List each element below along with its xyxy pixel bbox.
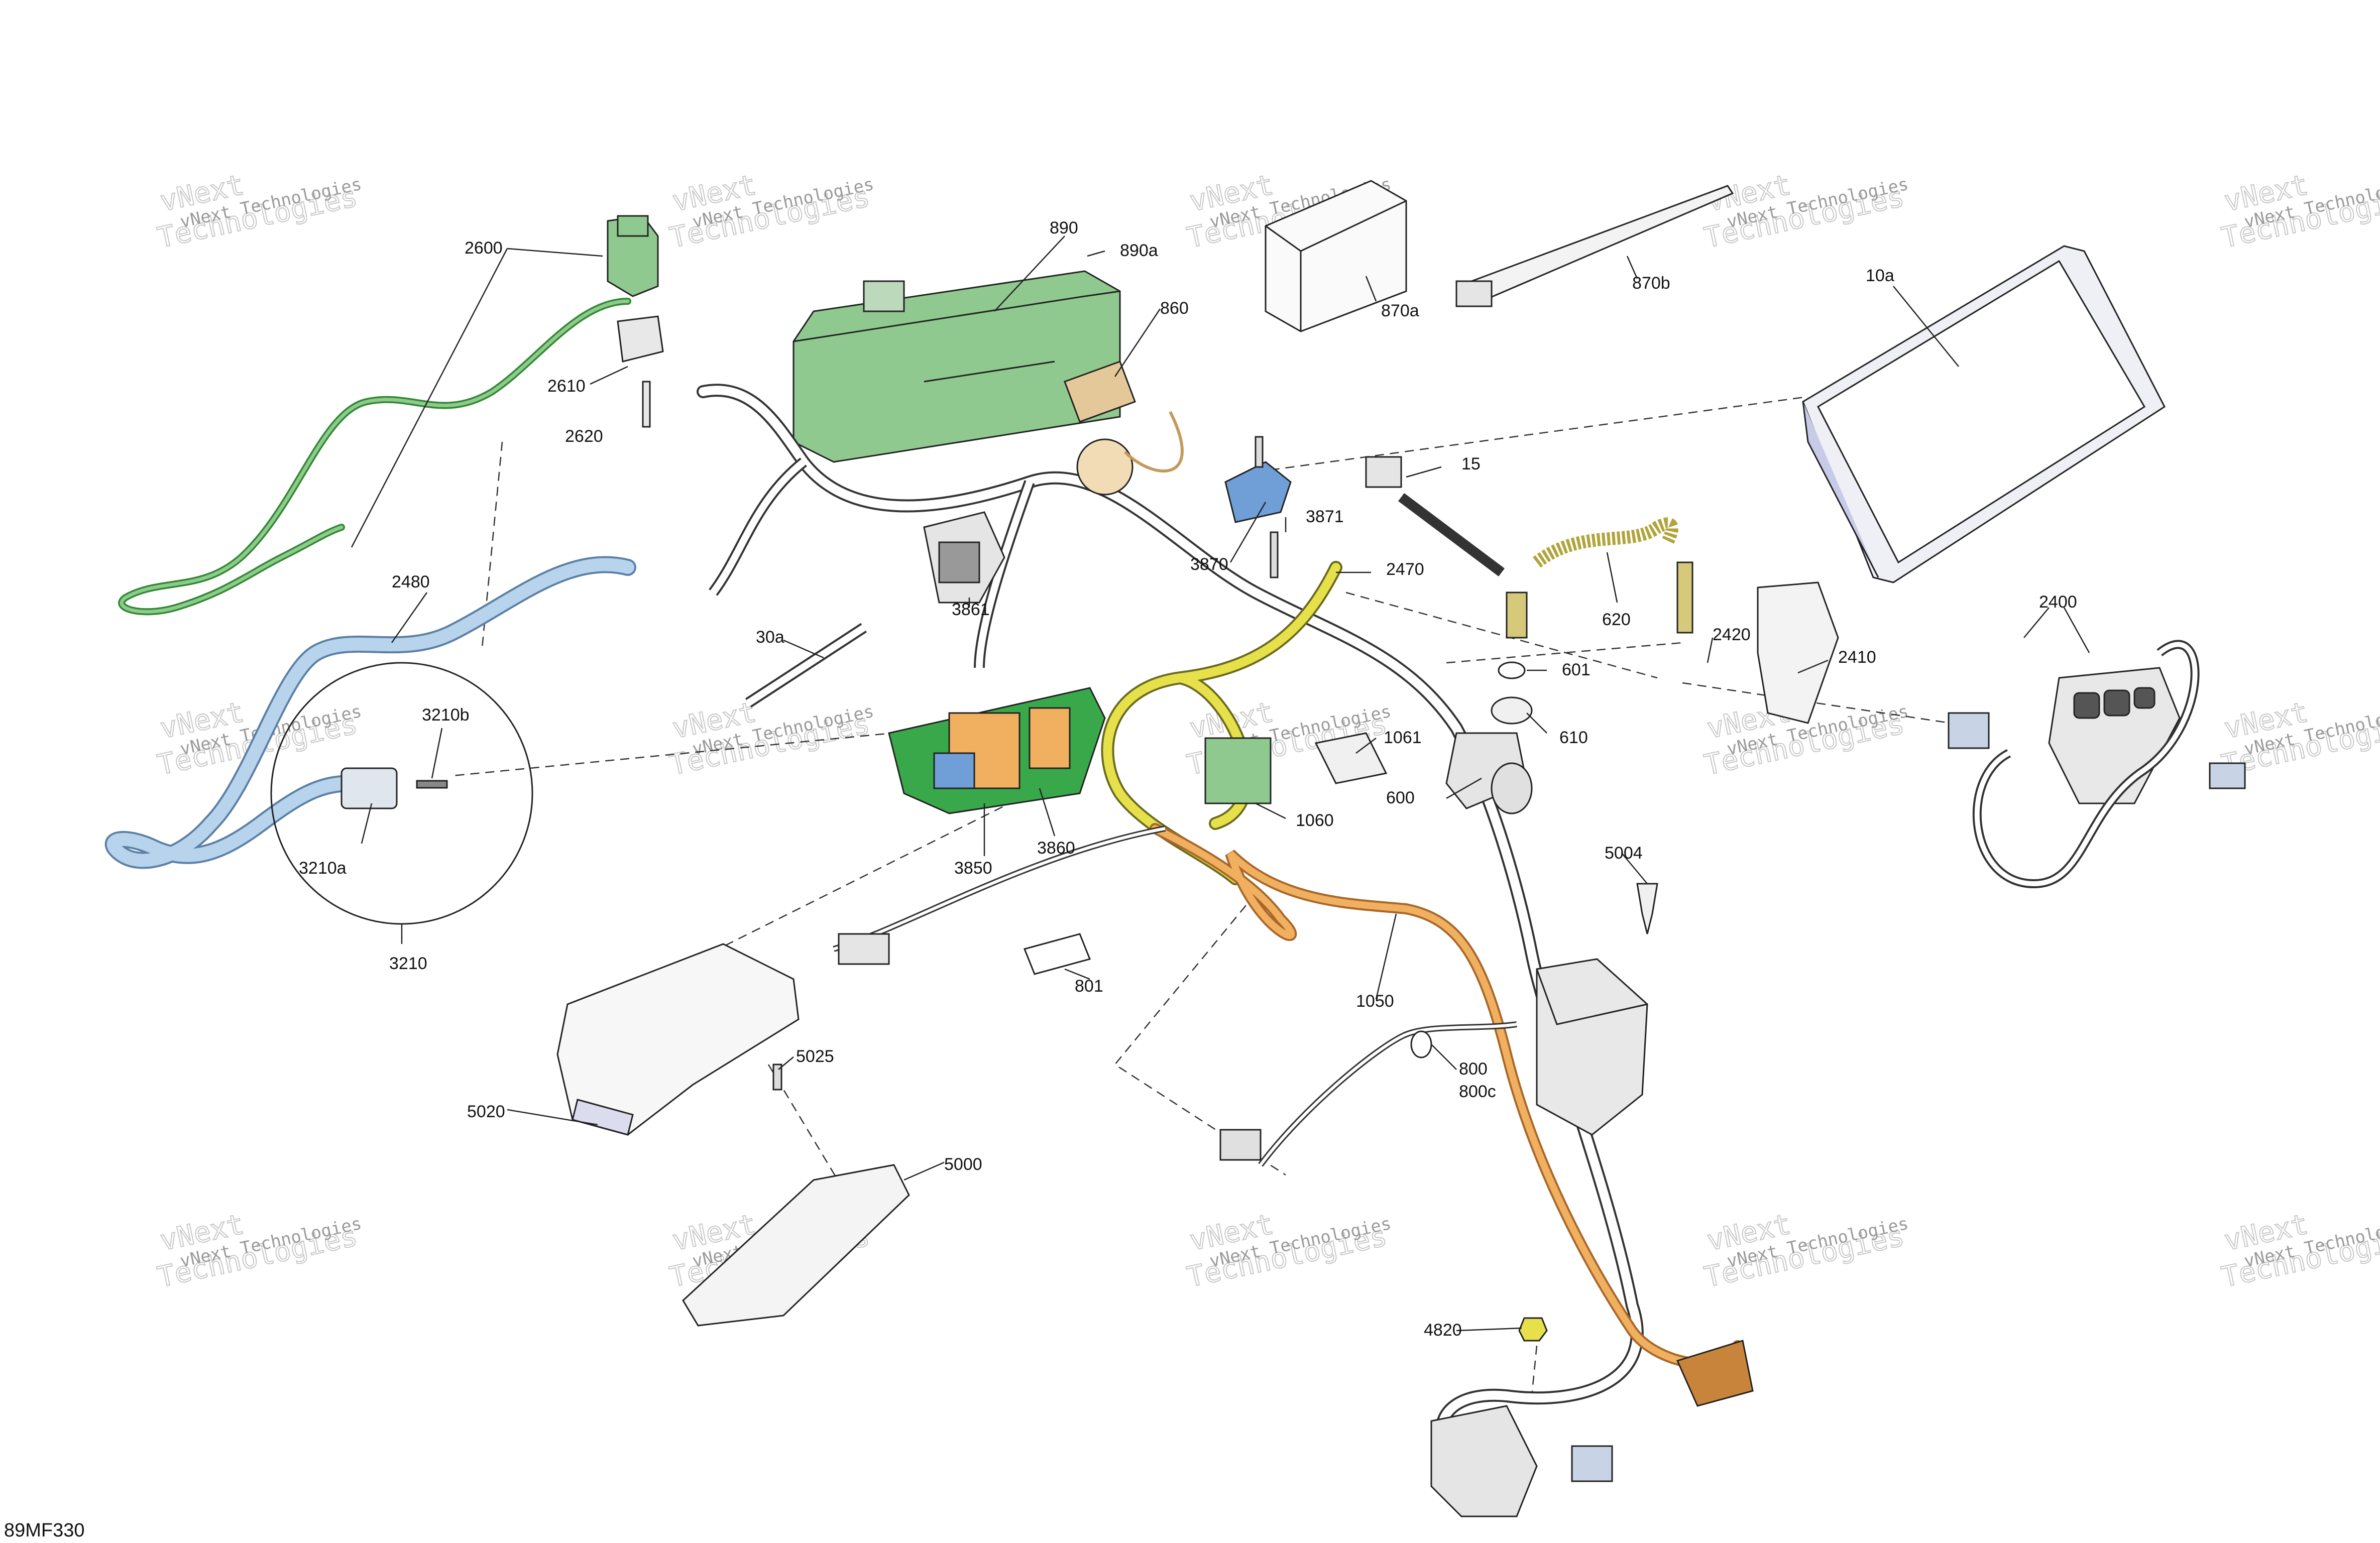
part-5025 [772, 1063, 782, 1091]
part-600 [1445, 732, 1533, 814]
tube-2480 [104, 556, 636, 869]
callout-890: 890 [1050, 218, 1078, 238]
callout-3861: 3861 [952, 600, 990, 619]
callout-2400: 2400 [2039, 592, 2077, 612]
callout-2620: 2620 [565, 427, 603, 446]
part-3870 [1224, 436, 1292, 578]
callout-870a: 870a [1381, 301, 1419, 320]
part-2410 [1757, 581, 1839, 724]
solenoid-bottom [1430, 1405, 1613, 1517]
part-1061 [1314, 732, 1388, 784]
callout-2610: 2610 [547, 377, 586, 396]
watermark: vNext Technologies vNext Technologies [2218, 1208, 2380, 1294]
cable-800 [1219, 1021, 1517, 1167]
watermark: vNext Technologies vNext Technologies [1701, 168, 1910, 255]
part-30a [745, 623, 867, 708]
lower-module [1536, 958, 1648, 1136]
display-10a [1802, 245, 2166, 583]
callout-800: 800 [1459, 1059, 1488, 1079]
watermark: vNext Technologies vNext Technologies [154, 168, 364, 255]
callout-3210a: 3210a [299, 859, 347, 878]
watermark: vNext Technologies vNext Technologies [154, 1208, 364, 1294]
part-4820 [1518, 1317, 1548, 1342]
bracket-5000 [682, 1164, 910, 1327]
callout-1061: 1061 [1384, 728, 1422, 747]
housing-5020 [556, 943, 800, 1136]
callout-3210b: 3210b [422, 705, 470, 725]
callout-10a: 10a [1866, 266, 1894, 285]
callout-601: 601 [1562, 660, 1591, 679]
main-harness [697, 384, 1644, 1453]
diagram-code: 89MF330 [4, 1520, 85, 1541]
part-5004 [1636, 883, 1658, 934]
callout-2420: 2420 [1713, 625, 1751, 644]
module-3850-3860 [888, 687, 1106, 814]
callout-3860: 3860 [1037, 839, 1075, 858]
watermark: vNext Technologies vNext Technologies [1701, 1208, 1910, 1294]
callout-1060: 1060 [1296, 811, 1334, 830]
callout-2600: 2600 [465, 239, 503, 258]
ecu-890 [792, 270, 1121, 463]
callouts: 2600 2610 2620 890 890a 860 870a 870b 10… [299, 218, 2077, 1340]
part-2400 [1948, 640, 2246, 889]
part-15 [1365, 456, 1505, 576]
callout-3850: 3850 [954, 859, 992, 878]
small-cable-left [833, 825, 1166, 965]
callout-2410: 2410 [1838, 648, 1876, 667]
callout-620: 620 [1602, 610, 1631, 629]
callout-2480: 2480 [392, 572, 430, 591]
part-620 [1506, 517, 1693, 639]
rings-601-610 [1491, 661, 1533, 725]
part-870b [1455, 185, 1734, 307]
part-860 [1064, 361, 1184, 496]
watermark: vNext Technologies vNext Technologies [1184, 1208, 1393, 1294]
callout-4820: 4820 [1424, 1321, 1462, 1340]
callout-600: 600 [1386, 788, 1415, 807]
part-1060 [1204, 737, 1272, 804]
harness-2600 [118, 215, 664, 616]
callout-860: 860 [1160, 299, 1189, 318]
part-801 [1023, 933, 1091, 975]
callout-5000: 5000 [944, 1155, 982, 1174]
watermark: vNext Technologies vNext Technologies [666, 168, 876, 255]
callout-800c: 800c [1459, 1082, 1496, 1101]
callout-3870: 3870 [1190, 555, 1228, 574]
callout-15: 15 [1461, 454, 1481, 473]
leader-lines [351, 235, 2090, 1332]
part-3861 [923, 511, 1005, 604]
callout-5020: 5020 [467, 1102, 505, 1121]
callout-5025: 5025 [796, 1047, 834, 1066]
callout-801: 801 [1075, 977, 1103, 996]
assembly-lines [451, 396, 1984, 1396]
part-870a [1265, 180, 1407, 332]
callout-3871: 3871 [1306, 507, 1344, 526]
watermark: vNext Technologies vNext Technologies [2218, 168, 2380, 255]
callout-5004: 5004 [1605, 844, 1643, 863]
callout-870b: 870b [1632, 274, 1670, 293]
callout-3210: 3210 [389, 954, 427, 973]
callout-1050: 1050 [1356, 992, 1394, 1011]
callout-30a: 30a [756, 628, 784, 647]
callout-890a: 890a [1120, 241, 1158, 260]
callout-610: 610 [1559, 728, 1588, 747]
harness-1050 [1150, 823, 1754, 1407]
callout-2470: 2470 [1386, 560, 1424, 579]
